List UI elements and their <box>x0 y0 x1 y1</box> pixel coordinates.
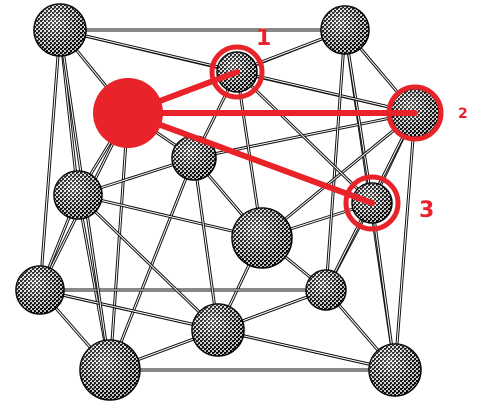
bond-highlight-d-f <box>394 112 416 371</box>
bond-highlight-b-m <box>325 29 346 291</box>
atom-m <box>305 269 347 311</box>
atom-e <box>15 265 65 315</box>
atom-shade <box>232 208 292 268</box>
highlight-ring-1 <box>209 44 265 100</box>
bond-highlight-h-j <box>236 71 373 204</box>
highlighted-atom-center <box>93 78 163 148</box>
bond-highlight-c-g <box>109 112 129 371</box>
atom-a <box>33 3 87 57</box>
bond-highlight-e-n <box>39 289 219 331</box>
atom-f <box>368 343 422 397</box>
bond-highlight-k-l <box>77 194 263 239</box>
bond-highlight-f-n <box>217 329 396 371</box>
bond-highlight-a-e <box>39 29 61 291</box>
atom-shade <box>54 171 102 219</box>
atom-n <box>191 303 245 357</box>
highlight-overlay: 1 2 3 <box>93 26 468 232</box>
callout-label-2: 2 <box>458 106 468 122</box>
highlight-line-3 <box>125 110 375 206</box>
atom-shade <box>321 6 369 54</box>
atom-shade <box>369 344 421 396</box>
atom-k <box>53 170 103 220</box>
bond-highlight-d-l <box>261 112 416 239</box>
highlight-ring-2 <box>386 84 444 142</box>
atom-i <box>171 135 217 181</box>
bond-highlight-k-n <box>77 194 219 331</box>
atom-b <box>320 5 370 55</box>
callout-label-1: 1 <box>256 26 271 51</box>
bond-highlight-i-n <box>193 157 219 331</box>
atom-l <box>231 207 293 269</box>
atom-g <box>79 339 141 401</box>
atom-shade <box>192 304 244 356</box>
atom-shade <box>172 136 216 180</box>
callout-label-3: 3 <box>419 198 434 223</box>
atom-shade <box>16 266 64 314</box>
atom-shade <box>34 4 86 56</box>
bond-highlight-i-g <box>109 157 195 371</box>
highlight-ring-3 <box>343 174 401 232</box>
bond-highlight-b-j <box>344 29 373 204</box>
atom-shade <box>306 270 346 310</box>
atom-shade <box>80 340 140 400</box>
lattice-atoms <box>15 3 440 401</box>
